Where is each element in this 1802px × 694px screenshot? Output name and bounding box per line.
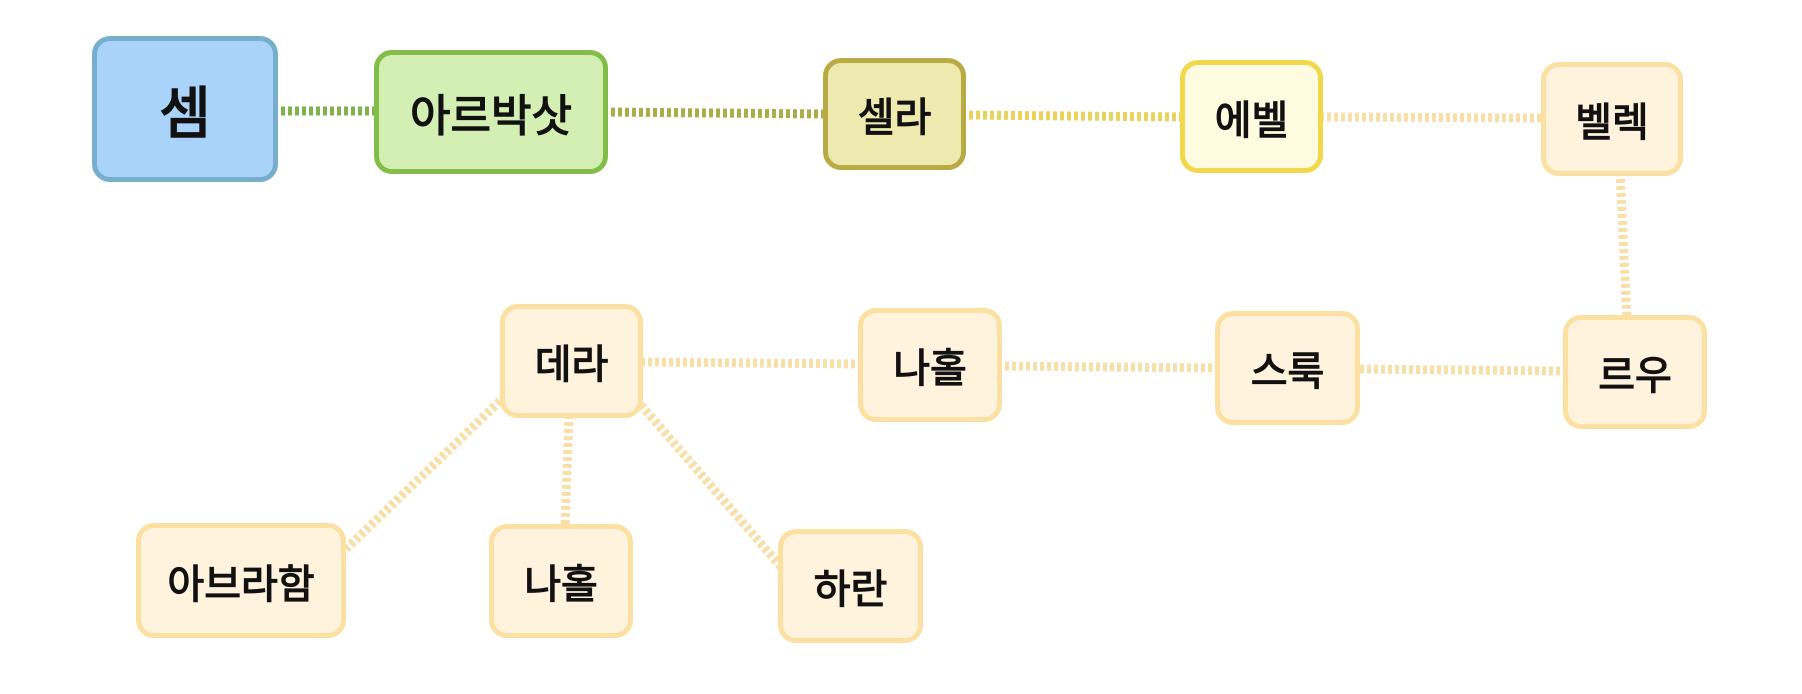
node-abraham: 아브라함: [136, 523, 346, 638]
node-nahor: 나홀: [858, 308, 1002, 422]
edge-terah-abraham: [342, 397, 504, 553]
node-nahor-son: 나홀: [489, 524, 633, 638]
node-peleg: 벨렉: [1541, 62, 1683, 176]
edge-reu-serug: [1355, 364, 1568, 376]
edge-serug-nahor: [996, 361, 1220, 373]
edge-eber-peleg: [1319, 112, 1546, 123]
node-arpachshad: 아르박삿: [374, 50, 608, 174]
edge-nahor-terah: [639, 357, 863, 369]
node-terah: 데라: [500, 304, 643, 418]
edge-terah-haran: [637, 402, 786, 571]
edge-shelah-eber: [961, 110, 1186, 122]
node-haran: 하란: [778, 529, 923, 643]
node-shelah: 셀라: [823, 58, 966, 170]
node-reu: 르우: [1563, 315, 1707, 429]
node-serug: 스룩: [1215, 311, 1360, 425]
edge-terah-nahor2: [560, 414, 574, 529]
edge-peleg-reu: [1615, 171, 1632, 320]
node-sem: 셈: [92, 36, 278, 182]
node-eber: 에벨: [1180, 60, 1323, 173]
edge-arpachshad-shelah: [603, 107, 828, 119]
